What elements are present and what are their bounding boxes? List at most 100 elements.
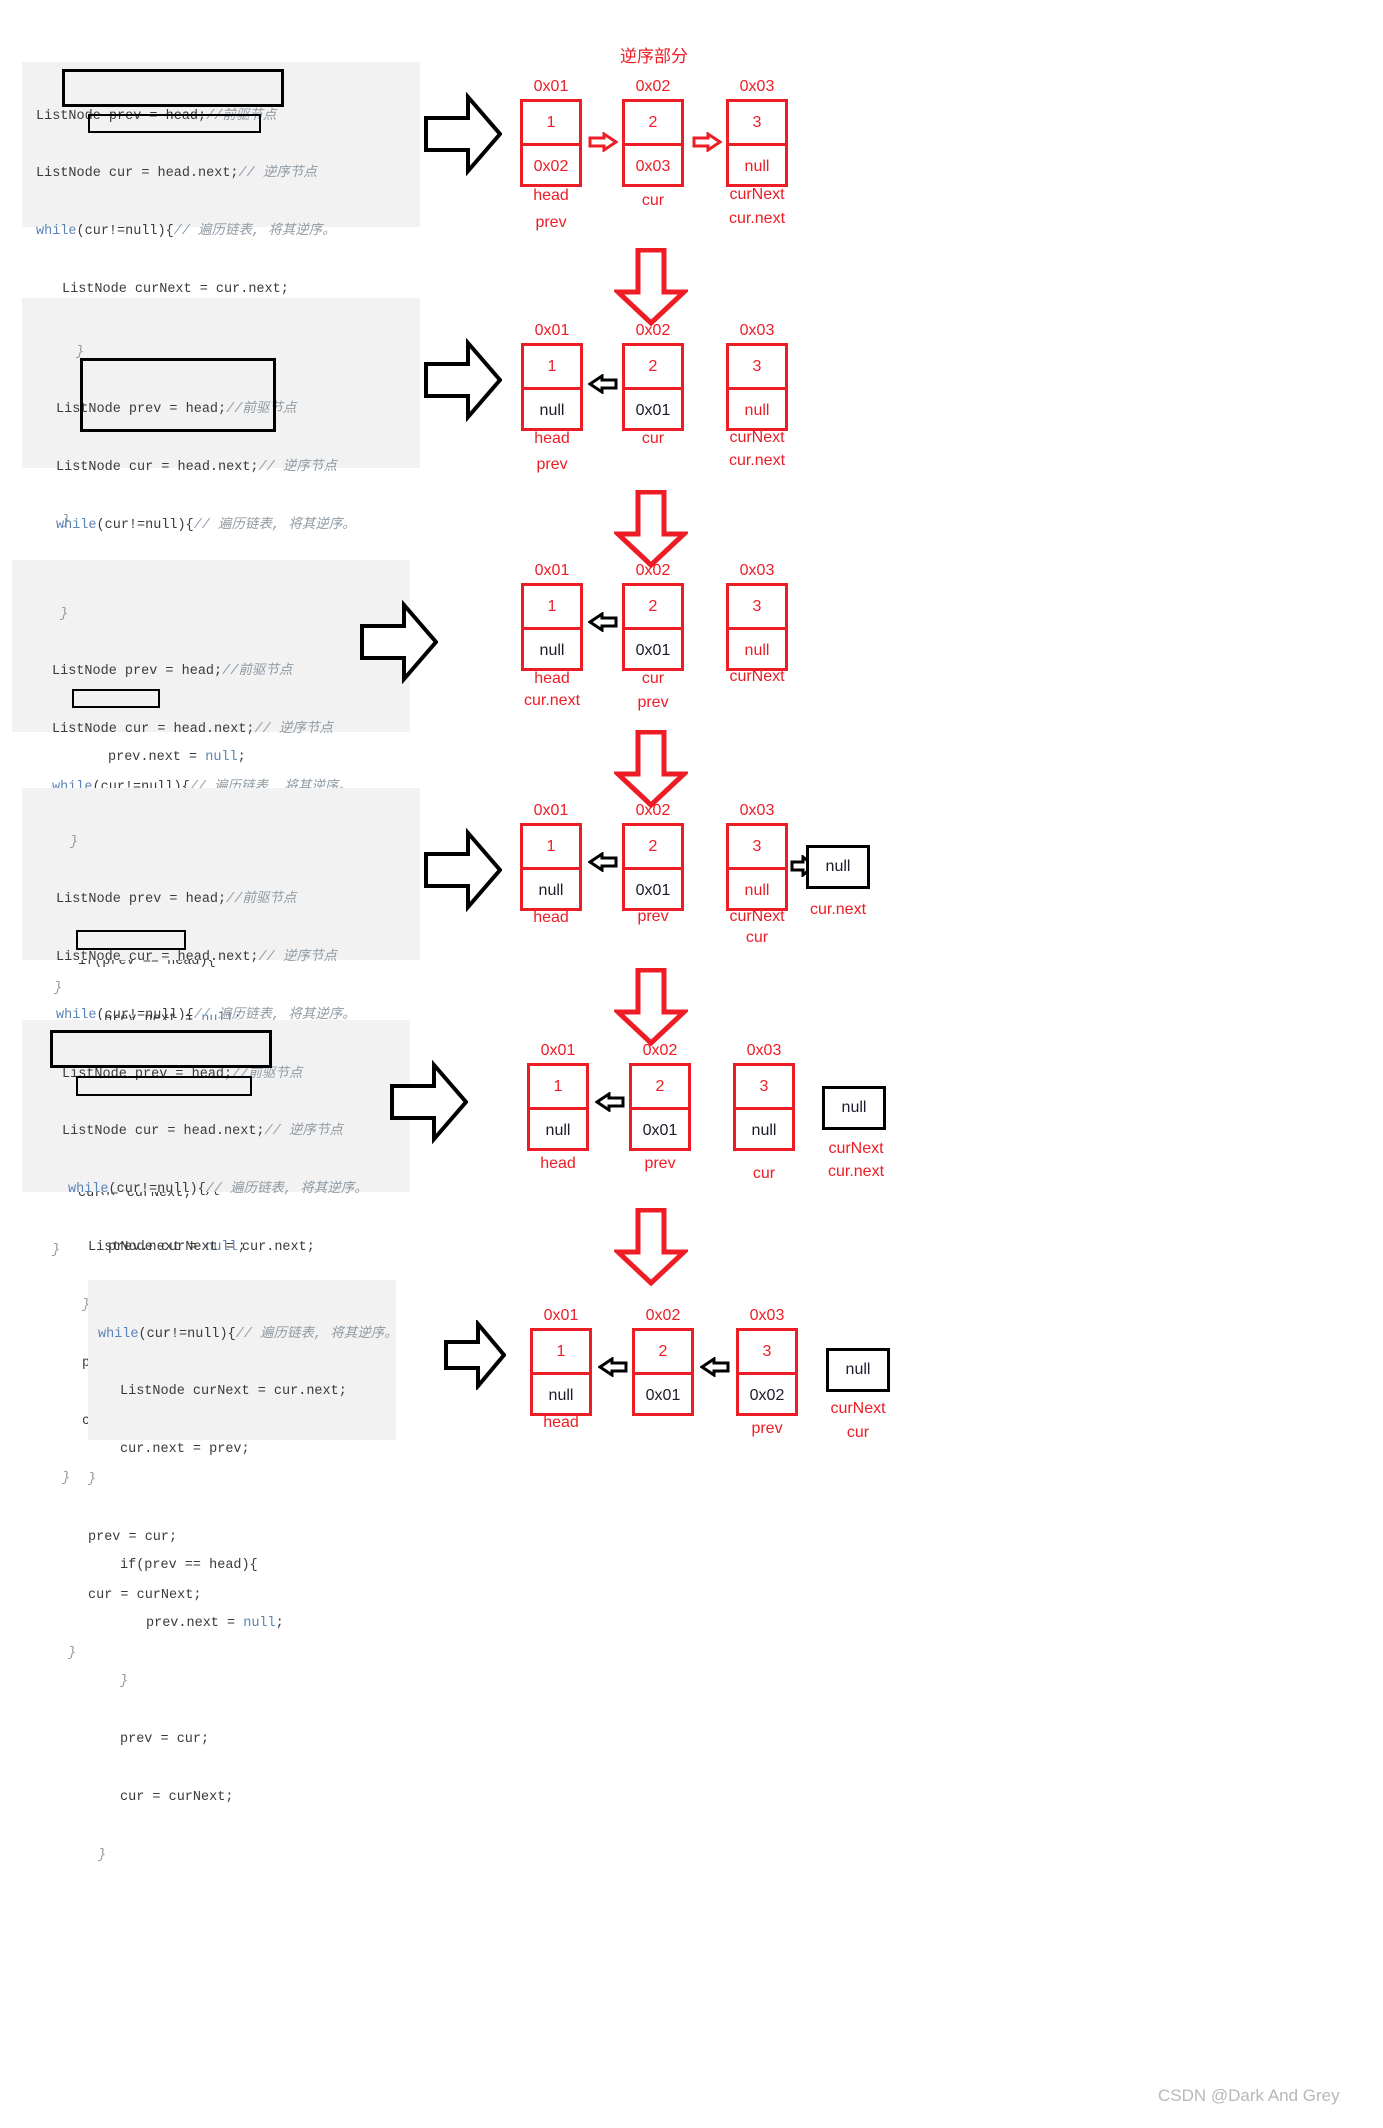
node-next: 0x03 [635,157,671,175]
node-pointer-label: cur [641,430,665,447]
code-line: cur = curNext; [120,1789,234,1805]
list-node: 1 null [521,343,583,431]
node-pointer-label: prev [644,1155,676,1172]
node-next: 0x01 [635,401,671,419]
code-block-4: } ListNode prev = head;//前驱节点 ListNode c… [22,788,420,1486]
node-pointer-label: cur [752,1165,776,1182]
node-address: 0x02 [645,1307,681,1324]
list-node: 1 null [521,583,583,671]
list-node: 2 0x01 [629,1063,691,1151]
link-arrow-right [692,132,722,152]
code-line: } [60,606,69,622]
node-next: null [539,401,565,419]
node-value: 3 [736,1066,792,1110]
node-address: 0x02 [635,322,671,339]
node-value: 3 [729,826,785,870]
node-address: 0x01 [533,78,569,95]
code-block-6: while(cur!=null){// 遍历链表, 将其逆序。 ListNode… [88,1280,398,1863]
list-node: 3 0x02 [736,1328,798,1416]
node-pointer-label: curNext [729,429,785,446]
flow-arrow-down-5 [614,1208,688,1286]
node-next: 0x01 [635,881,671,899]
node-next: 0x02 [533,157,569,175]
flow-arrow-down-3 [614,730,688,808]
node-value: 3 [729,586,785,630]
node-pointer-label: prev [637,908,669,925]
node-next: null [545,1121,571,1139]
list-node: 2 0x03 [622,99,684,187]
code-highlight-curnext-5 [76,1076,252,1096]
list-node: 2 0x01 [622,583,684,671]
code-line: while(cur!=null){// 遍历链表, 将其逆序。 [56,518,356,534]
code-line: prev = cur; [88,1529,178,1545]
flow-arrow-right-1 [424,92,502,176]
node-address: 0x03 [746,1042,782,1059]
code-line: ListNode prev = head;//前驱节点 [36,108,277,124]
page-title: 逆序部分 [620,47,688,66]
code-line: prev.next = null; [108,749,246,765]
code-highlight-prev-assign [72,689,160,708]
node-address: 0x03 [749,1307,785,1324]
node-value: 3 [739,1331,795,1375]
code-highlight-curnext [88,114,261,133]
code-block-1: ListNode prev = head;//前驱节点 ListNode cur… [22,62,420,703]
node-pointer-label: cur [641,670,665,687]
null-box: null [806,845,870,889]
node-address: 0x01 [540,1042,576,1059]
node-value: 1 [530,1066,586,1110]
link-arrow-left [700,1357,730,1377]
code-line: prev = cur; [120,1731,210,1747]
node-address: 0x02 [635,78,671,95]
code-line: prev.next = null; [146,1616,284,1632]
code-line [88,1498,396,1517]
node-address: 0x01 [543,1307,579,1324]
node-address: 0x03 [739,802,775,819]
node-next: null [751,1121,777,1139]
list-node: 1 null [527,1063,589,1151]
code-line: } [98,1847,107,1863]
node-address: 0x03 [739,322,775,339]
code-line: } [62,513,71,529]
node-pointer-label: curNext [729,908,785,925]
code-line: } [68,1645,77,1661]
code-line: } [76,344,85,360]
node-address: 0x01 [534,562,570,579]
node-value: 1 [523,102,579,146]
node-pointer-label: cur.next [728,452,786,469]
code-line: ListNode cur = head.next;// 逆序节点 [36,166,317,182]
watermark: CSDN @Dark And Grey [1158,2086,1340,2105]
code-line: } [82,1297,91,1313]
node-pointer-label: cur [745,929,769,946]
link-arrow-left [588,374,618,394]
node-value: 2 [625,346,681,390]
code-line: ListNode curNext = cur.next; [62,282,289,298]
node-value: 3 [729,346,785,390]
node-value: 2 [625,102,681,146]
node-pointer-label: head [543,1414,579,1431]
node-pointer-label: curNext [729,186,785,203]
code-line: ListNode curNext = cur.next; [120,1384,347,1400]
node-value: 1 [533,1331,589,1375]
node-address: 0x01 [533,802,569,819]
list-node: 1 null [520,823,582,911]
node-next: 0x01 [645,1386,681,1404]
node-value: 3 [729,102,785,146]
code-highlight-decl-5 [50,1030,272,1068]
node-next: null [538,881,564,899]
code-line: while(cur!=null){// 遍历链表, 将其逆序。 [56,1008,356,1024]
link-arrow-right [588,132,618,152]
node-pointer-label: cur [641,192,665,209]
code-line: cur.next = prev; [120,1442,250,1458]
null-box: null [822,1086,886,1130]
code-highlight-cur-assign [76,930,186,950]
node-value: 2 [625,826,681,870]
null-box-label: curNext [828,1140,884,1157]
code-line: ListNode prev = head;//前驱节点 [52,664,293,680]
node-address: 0x02 [642,1042,678,1059]
link-arrow-left [588,852,618,872]
flow-arrow-right-3 [360,600,438,684]
node-pointer-label: head [534,670,570,687]
node-pointer-label: head [533,187,569,204]
node-pointer-label: cur.next [728,210,786,227]
